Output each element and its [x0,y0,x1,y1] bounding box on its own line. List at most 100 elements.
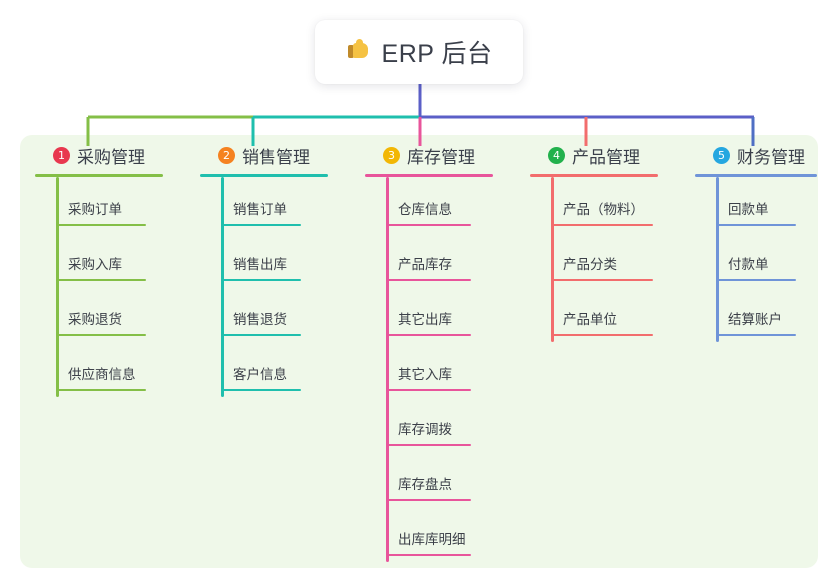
leaf-rule [551,279,653,281]
diagram-panel [20,135,818,568]
leaf-label: 产品库存 [398,257,452,272]
leaf-rule [221,279,301,281]
leaf-item[interactable]: 库存调拨 [365,397,493,452]
branch-rule-1 [35,174,163,177]
leaf-item[interactable]: 其它入库 [365,342,493,397]
root-node-label: ERP 后台 [381,40,493,68]
leaf-item[interactable]: 采购订单 [35,177,163,232]
leaf-rule [221,224,301,226]
leaf-rule [716,224,796,226]
leaf-rule [551,224,653,226]
leaf-label: 销售退货 [233,312,287,327]
leaf-label: 回款单 [728,202,769,217]
branch-spine-2 [221,177,224,397]
leaf-item[interactable]: 出库库明细 [365,507,493,562]
leaf-item[interactable]: 仓库信息 [365,177,493,232]
branch-badge-3: 3 [383,146,400,164]
branch-spine-5 [716,177,719,342]
leaf-rule [56,224,146,226]
leaf-rule [386,279,471,281]
branch-badge-2: 2 [218,146,235,164]
leaf-item[interactable]: 产品库存 [365,232,493,287]
leaf-label: 出库库明细 [398,532,466,547]
leaf-rule [716,334,796,336]
leaf-item[interactable]: 销售出库 [200,232,328,287]
leaf-label: 供应商信息 [68,367,136,382]
leaf-rule [386,554,471,556]
leaf-rule [56,389,146,391]
branch-column-5: 5 财务管理回款单付款单结算账户 [695,142,817,342]
leaf-label: 客户信息 [233,367,287,382]
branch-body-1: 采购订单采购入库采购退货供应商信息 [35,177,163,397]
leaf-rule [221,334,301,336]
root-node[interactable]: ERP 后台 [315,20,523,84]
leaf-item[interactable]: 销售订单 [200,177,328,232]
leaf-item[interactable]: 供应商信息 [35,342,163,397]
leaf-item[interactable]: 结算账户 [695,287,817,342]
branch-badge-1: 1 [53,146,70,164]
branch-title-4: 产品管理 [572,147,640,167]
branch-header-1[interactable]: 1 采购管理 [35,142,163,168]
leaf-rule [56,279,146,281]
leaf-rule [221,389,301,391]
branch-title-3: 库存管理 [407,147,475,167]
branch-header-2[interactable]: 2 销售管理 [200,142,328,168]
branch-body-4: 产品（物料） 产品分类产品单位 [530,177,658,342]
branch-rule-4 [530,174,658,177]
leaf-item[interactable]: 产品分类 [530,232,658,287]
leaf-item[interactable]: 产品单位 [530,287,658,342]
branch-body-3: 仓库信息产品库存其它出库其它入库库存调拨库存盘点出库库明细 [365,177,493,562]
leaf-label: 产品单位 [563,312,617,327]
branch-header-5[interactable]: 5 财务管理 [695,142,817,168]
leaf-rule [716,279,796,281]
leaf-label: 采购入库 [68,257,122,272]
leaf-item[interactable]: 销售退货 [200,287,328,342]
branch-badge-4: 4 [548,146,565,164]
leaf-label: 销售订单 [233,202,287,217]
leaf-label: 产品（物料） [563,202,644,217]
branch-header-3[interactable]: 3 库存管理 [365,142,493,168]
leaf-rule [551,334,653,336]
leaf-item[interactable]: 采购退货 [35,287,163,342]
leaf-label: 付款单 [728,257,769,272]
branch-rule-5 [695,174,817,177]
branch-title-5: 财务管理 [737,147,805,167]
branch-spine-3 [386,177,389,562]
branch-column-4: 4 产品管理产品（物料） 产品分类产品单位 [530,142,658,342]
branch-header-4[interactable]: 4 产品管理 [530,142,658,168]
leaf-rule [386,444,471,446]
leaf-item[interactable]: 客户信息 [200,342,328,397]
leaf-rule [386,224,471,226]
leaf-item[interactable]: 其它出库 [365,287,493,342]
branch-rule-2 [200,174,328,177]
leaf-item[interactable]: 采购入库 [35,232,163,287]
thumbs-up-icon [346,39,372,65]
leaf-label: 采购订单 [68,202,122,217]
leaf-item[interactable]: 付款单 [695,232,817,287]
branch-spine-1 [56,177,59,397]
branch-column-2: 2 销售管理销售订单销售出库销售退货客户信息 [200,142,328,397]
branch-body-2: 销售订单销售出库销售退货客户信息 [200,177,328,397]
leaf-label: 销售出库 [233,257,287,272]
branch-column-3: 3 库存管理仓库信息产品库存其它出库其它入库库存调拨库存盘点出库库明细 [365,142,493,562]
leaf-label: 产品分类 [563,257,617,272]
branch-title-2: 销售管理 [242,147,310,167]
leaf-label: 仓库信息 [398,202,452,217]
branch-spine-4 [551,177,554,342]
leaf-label: 库存调拨 [398,422,452,437]
leaf-label: 其它出库 [398,312,452,327]
leaf-item[interactable]: 回款单 [695,177,817,232]
leaf-rule [386,389,471,391]
leaf-label: 库存盘点 [398,477,452,492]
branch-title-1: 采购管理 [77,147,145,167]
branch-column-1: 1 采购管理采购订单采购入库采购退货供应商信息 [35,142,163,397]
leaf-rule [56,334,146,336]
leaf-label: 结算账户 [728,312,782,327]
leaf-rule [386,499,471,501]
leaf-item[interactable]: 库存盘点 [365,452,493,507]
branch-badge-5: 5 [713,146,730,164]
leaf-rule [386,334,471,336]
leaf-label: 采购退货 [68,312,122,327]
leaf-item[interactable]: 产品（物料） [530,177,658,232]
branch-body-5: 回款单付款单结算账户 [695,177,817,342]
